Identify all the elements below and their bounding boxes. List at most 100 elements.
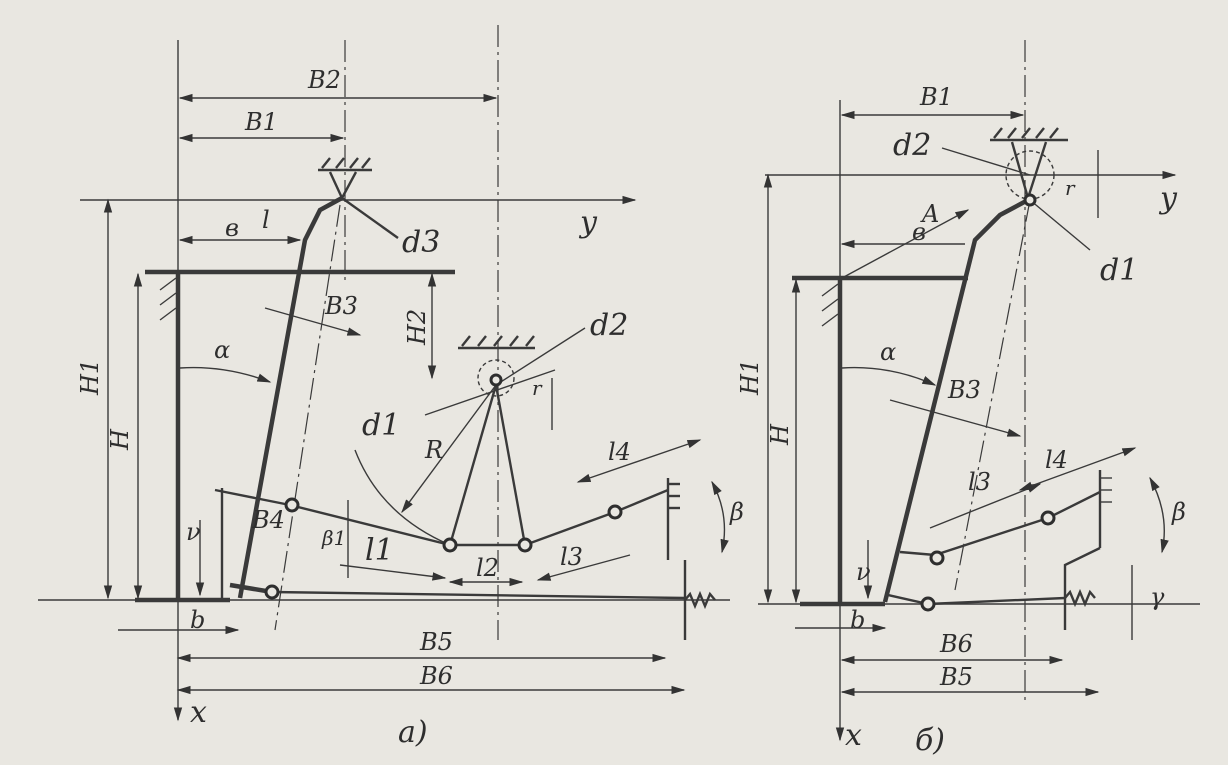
label-B6-a: B6 <box>419 662 453 690</box>
label-x-a: x <box>190 695 207 730</box>
arc-alpha-b <box>841 366 937 386</box>
kingpin-a <box>237 196 344 599</box>
joint-3-a <box>517 537 533 553</box>
label-y-a: y <box>578 205 598 240</box>
dim-l3-a <box>536 554 631 581</box>
leader-d2-a <box>495 327 586 386</box>
label-r-a: r <box>532 376 543 400</box>
label-B1-b: B1 <box>919 83 953 111</box>
right-stop-a <box>666 478 716 640</box>
figure-b: B1 d2 r y A в d1 H1 H α B3 l4 l3 β ν b γ… <box>736 40 1200 758</box>
label-B2-a: B2 <box>307 66 341 94</box>
label-d2-b: d2 <box>893 128 931 163</box>
label-d1-b: d1 <box>1100 253 1138 288</box>
joint-1-b <box>929 550 945 566</box>
label-v-b: ν <box>856 558 871 586</box>
tie-rod-l3-a <box>524 510 616 547</box>
label-l3-a: l3 <box>560 543 583 571</box>
label-A-b: A <box>920 200 939 228</box>
hatch-frame-b <box>821 283 839 327</box>
label-R-a: R <box>424 436 443 464</box>
label-l-a: l <box>262 206 270 234</box>
label-d2-a: d2 <box>590 308 628 343</box>
dim-l1-a <box>339 564 447 581</box>
leader-d1-a <box>424 369 556 416</box>
support-d2-b <box>990 127 1068 200</box>
joint-top-b <box>1023 193 1037 207</box>
leader-d2-b <box>941 147 1031 176</box>
label-H-b: H <box>766 423 794 446</box>
label-beta-a: β <box>729 498 744 526</box>
dim-l4-b <box>1018 447 1137 491</box>
label-r-b: r <box>1065 176 1076 200</box>
label-H-a: H <box>106 428 134 451</box>
label-B3-b: B3 <box>947 376 981 404</box>
arc-alpha-a <box>179 366 272 383</box>
dim-l3-b <box>929 483 1042 529</box>
label-l1-a: l1 <box>365 533 394 568</box>
label-H1-a: H1 <box>76 359 104 396</box>
centerline-kingpin-b <box>954 199 1031 591</box>
dim-B3-b <box>889 399 1022 437</box>
label-l4-b: l4 <box>1045 446 1068 474</box>
support-d2-a <box>458 335 535 397</box>
arc-R-a <box>354 449 451 546</box>
label-B1-a: B1 <box>244 108 278 136</box>
label-H2-a: H2 <box>403 309 431 346</box>
caption-b: б) <box>915 723 945 758</box>
label-b-b: b <box>850 606 865 634</box>
label-alpha-b: α <box>880 338 896 366</box>
arc-beta-a <box>711 480 729 554</box>
arc-beta-b <box>1149 476 1169 554</box>
dim-A-b <box>841 209 970 279</box>
tie-rod-upper-b <box>899 490 1101 557</box>
label-x-b: x <box>845 718 862 753</box>
tie-rod-lower-b <box>887 593 1066 606</box>
label-l4-a: l4 <box>608 438 631 466</box>
label-B5-a: B5 <box>419 628 453 656</box>
leader-d3-a <box>341 197 399 239</box>
label-B-a: в <box>225 214 239 242</box>
caption-a: a) <box>398 715 428 750</box>
label-v-a: ν <box>186 518 201 546</box>
label-B6-b: B6 <box>939 630 973 658</box>
label-beta1-a: β1 <box>321 526 346 550</box>
kingpin-b <box>882 198 1030 603</box>
spring-b <box>1064 588 1096 608</box>
label-B-b: в <box>912 218 926 246</box>
label-B4-a: B4 <box>251 506 285 534</box>
joint-2-a <box>442 537 458 553</box>
label-alpha-a: α <box>214 336 230 364</box>
joint-3-b <box>920 596 936 612</box>
joint-1-a <box>284 497 300 513</box>
tie-rod-l4-a <box>614 488 669 514</box>
drag-link-a <box>271 590 686 600</box>
right-stop-hatch-b <box>1100 477 1112 503</box>
label-l2-a: l2 <box>476 554 499 582</box>
joint-5-a <box>264 584 280 600</box>
dim-B3-a <box>264 307 362 336</box>
joint-pitman-a <box>489 373 503 387</box>
label-l3-b: l3 <box>968 468 991 496</box>
joint-2-b <box>1040 510 1056 526</box>
hatch-frame-a <box>159 277 177 321</box>
label-B5-b: B5 <box>939 663 973 691</box>
label-d3-a: d3 <box>402 225 440 260</box>
label-b-a: b <box>190 606 205 634</box>
lever-upper-a <box>214 488 291 507</box>
right-stop-lower-b <box>1063 546 1101 630</box>
label-d1-a: d1 <box>362 408 400 443</box>
label-beta-b: β <box>1171 498 1186 526</box>
figure-a: B2 B1 в l d3 y H1 H α B3 H2 d2 r d1 R l4… <box>38 25 744 750</box>
leader-d1-b <box>1029 199 1091 251</box>
label-B3-a: B3 <box>324 292 358 320</box>
label-gamma-b: γ <box>1150 583 1165 611</box>
label-H1-b: H1 <box>736 359 764 396</box>
centerline-kingpin-a <box>274 204 341 631</box>
joint-4-a <box>607 504 623 520</box>
label-y-b: y <box>1158 181 1178 216</box>
dim-l4-a <box>576 439 702 483</box>
radius-R-a <box>401 384 497 514</box>
